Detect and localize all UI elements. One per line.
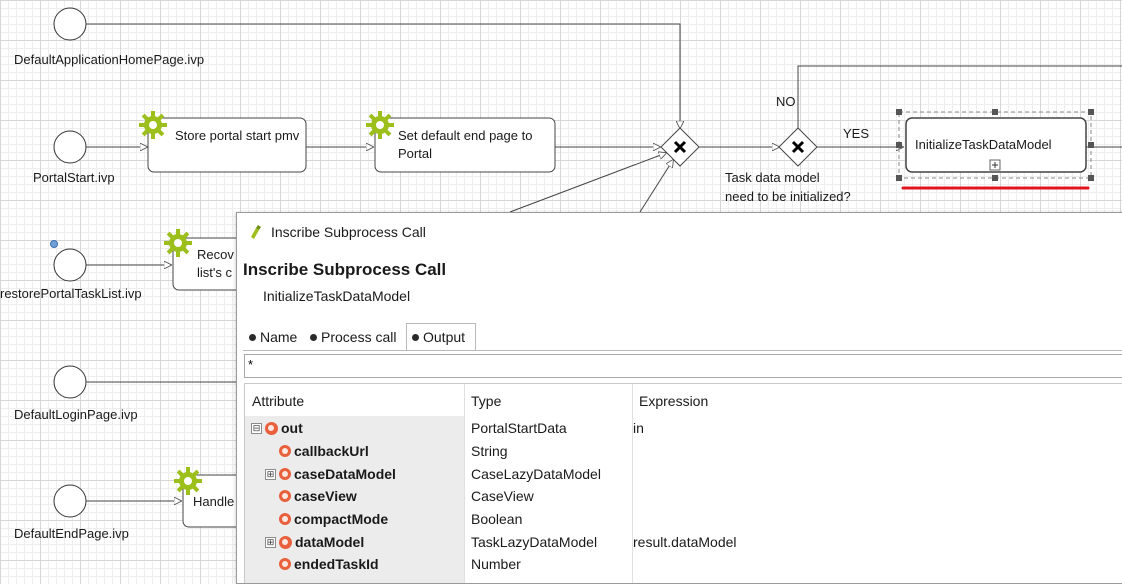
attribute-icon <box>265 422 278 435</box>
attribute-name: endedTaskId <box>294 556 379 572</box>
attribute-type: Number <box>471 556 521 572</box>
tree-row-callbackurl[interactable]: callbackUrl String <box>245 440 1122 462</box>
tab-label: Name <box>260 329 298 345</box>
dialog-heading: Inscribe Subprocess Call <box>243 260 447 279</box>
start-event-login <box>53 365 87 399</box>
task-label-set-default-end-page: Set default end page to Portal <box>398 128 533 161</box>
dialog-window-title: Inscribe Subprocess Call <box>271 224 426 240</box>
gateway-yes-label: YES <box>843 126 870 141</box>
tree-row-endedtaskid[interactable]: endedTaskId Number <box>245 553 1122 575</box>
start-event-restore <box>53 248 87 282</box>
dialog-subtitle: InitializeTaskDataModel <box>263 288 411 304</box>
attribute-type: CaseLazyDataModel <box>471 466 601 482</box>
attribute-type: Boolean <box>471 511 523 527</box>
tab-status-dot-icon <box>412 334 419 341</box>
attribute-icon <box>279 558 291 570</box>
attribute-type: CaseView <box>471 488 534 504</box>
attribute-name: dataModel <box>295 534 365 550</box>
gateway-join <box>660 127 700 167</box>
attribute-name: caseView <box>294 488 357 504</box>
task-label-handle: Handle <box>193 494 235 509</box>
attribute-icon <box>279 445 291 457</box>
tab-label: Output <box>423 329 466 345</box>
gateway-question-line2: need to be initialized? <box>725 189 851 204</box>
tab-name[interactable]: Name <box>243 323 311 351</box>
tab-label: Process call <box>321 329 397 345</box>
tab-status-dot-icon <box>310 334 317 341</box>
attribute-type: String <box>471 443 508 459</box>
subprocess-label: InitializeTaskDataModel <box>915 137 1052 152</box>
gear-icon <box>139 111 167 139</box>
event-label-login: DefaultLoginPage.ivp <box>14 407 138 422</box>
task-store-portal-start <box>147 117 307 173</box>
attribute-name: caseDataModel <box>294 466 396 482</box>
expand-icon[interactable]: ⊞ <box>265 469 276 480</box>
inscribe-dialog: Inscribe Subprocess Call Inscribe Subpro… <box>236 212 1122 584</box>
process-diagram[interactable] <box>0 0 1122 569</box>
event-label-end: DefaultEndPage.ivp <box>14 526 129 541</box>
attribute-name: compactMode <box>294 511 389 527</box>
gateway-question-line1: Task data model <box>725 170 820 185</box>
column-header-expression[interactable]: Expression <box>639 393 709 409</box>
start-event-home <box>53 7 87 41</box>
subprocess-initialize-task-data-model <box>896 109 1094 181</box>
attribute-type: PortalStartData <box>471 420 567 436</box>
start-event-portal <box>53 130 87 164</box>
event-label-restore: restorePortalTaskList.ivp <box>0 286 142 301</box>
collapse-icon[interactable]: ⊟ <box>251 423 262 434</box>
gear-icon <box>164 229 192 257</box>
dialog-titlebar[interactable]: Inscribe Subprocess Call <box>237 213 1122 251</box>
attribute-name: callbackUrl <box>294 443 369 459</box>
gear-icon <box>174 467 202 495</box>
start-event-end <box>53 484 87 518</box>
tab-output[interactable]: Output <box>406 323 476 351</box>
attribute-name: out <box>281 420 303 436</box>
tree-row-compactmode[interactable]: compactMode Boolean <box>245 508 1122 530</box>
attribute-icon <box>279 468 291 480</box>
breakpoint-dot <box>50 240 58 248</box>
attribute-icon <box>279 490 291 502</box>
event-label-home: DefaultApplicationHomePage.ivp <box>14 52 205 67</box>
gateway-no-label: NO <box>776 94 796 109</box>
attribute-icon <box>279 536 292 549</box>
tab-status-dot-icon <box>249 334 256 341</box>
expand-icon[interactable]: ⊞ <box>265 537 276 548</box>
attribute-expression[interactable]: in <box>633 420 644 436</box>
tab-process-call[interactable]: Process call <box>304 323 408 351</box>
filter-input[interactable]: * <box>244 354 1122 378</box>
gateway-decision <box>778 127 818 167</box>
column-header-type[interactable]: Type <box>471 393 502 409</box>
tree-row-casedatamodel[interactable]: ⊞ caseDataModel CaseLazyDataModel <box>245 463 1122 485</box>
attribute-type: TaskLazyDataModel <box>471 534 598 550</box>
gear-icon <box>366 111 394 139</box>
output-mapping-tree: Attribute Type Expression ⊟ out PortalSt… <box>244 383 1122 583</box>
task-label-recover-line1: Recov <box>197 247 234 262</box>
tree-row-caseview[interactable]: caseView CaseView <box>245 485 1122 507</box>
task-set-default-end-page <box>374 117 556 173</box>
tree-row-out[interactable]: ⊟ out PortalStartData in <box>245 417 1122 439</box>
attribute-icon <box>279 513 291 525</box>
inscribe-icon <box>251 225 261 239</box>
tree-row-datamodel[interactable]: ⊞ dataModel TaskLazyDataModel result.dat… <box>245 531 1122 553</box>
column-header-attribute[interactable]: Attribute <box>252 393 305 409</box>
task-label-recover-line2: list's c <box>197 265 232 280</box>
attribute-expression[interactable]: result.dataModel <box>633 534 737 550</box>
task-label-store-portal-start: Store portal start pmv <box>175 128 300 143</box>
event-label-portal-start: PortalStart.ivp <box>33 170 115 185</box>
